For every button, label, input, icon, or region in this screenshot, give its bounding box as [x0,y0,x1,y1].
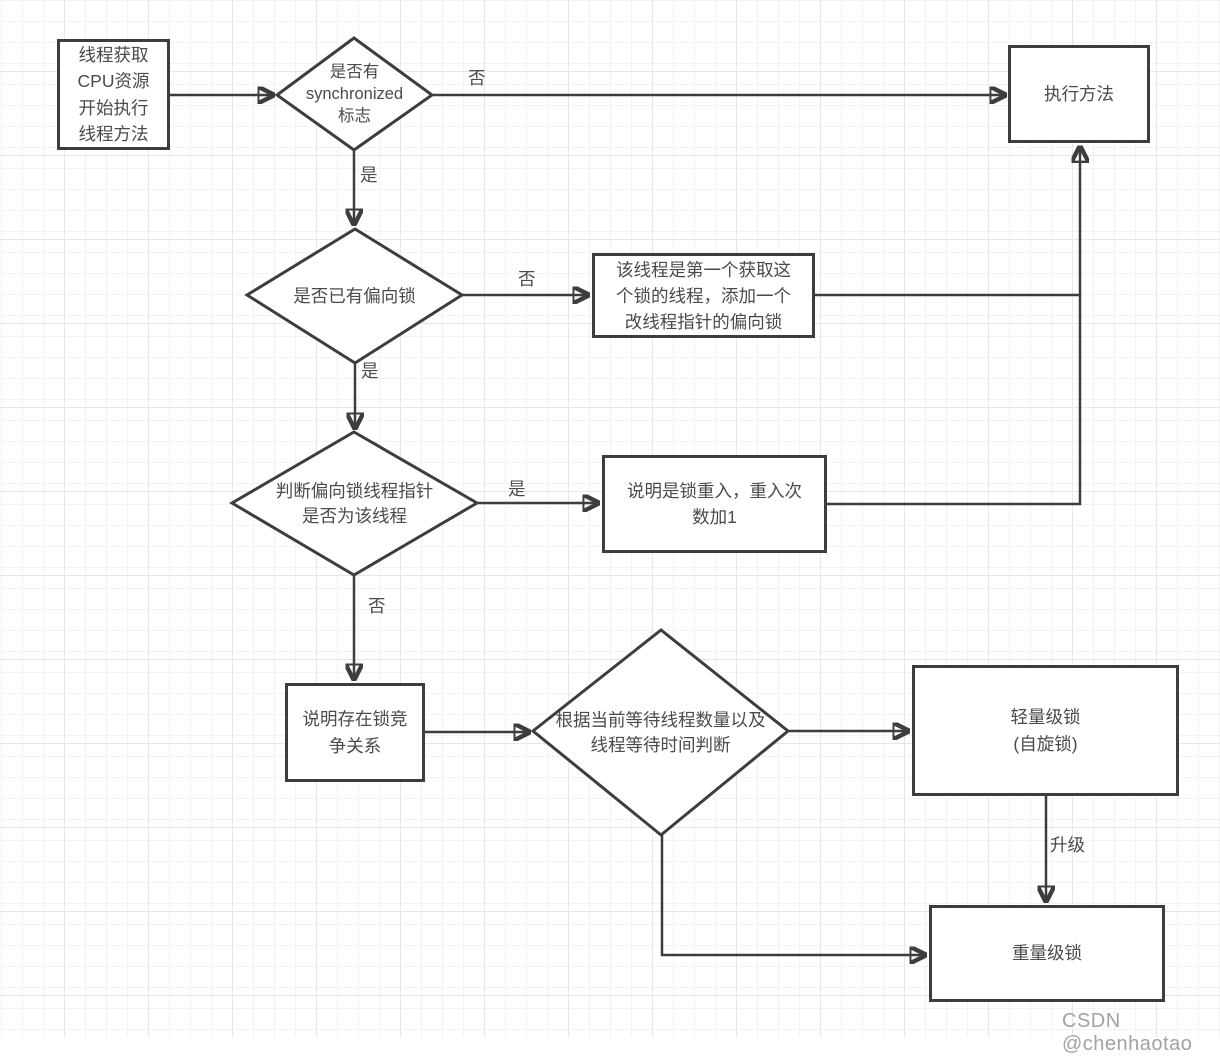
edge-label-pointer-yes: 是 [508,479,526,499]
node-start: 线程获取 CPU资源 开始执行 线程方法 [57,39,170,150]
diamond-has-biased [244,227,465,365]
edge-label-sync-no: 否 [468,68,486,88]
diamond-check-pointer [229,430,480,577]
edge-label-pointer-no: 否 [368,596,386,616]
node-execute-method: 执行方法 [1008,45,1150,143]
edge-label-biased-yes: 是 [361,361,379,381]
edge-judge-to-heavyweight [660,835,925,955]
node-first-acquire-biased-lock: 该线程是第一个获取这 个锁的线程，添加一个 改线程指针的偏向锁 [592,253,815,338]
edge-label-biased-no: 否 [518,269,536,289]
node-lightweight-lock: 轻量级锁 (自旋锁) [912,665,1179,796]
diamond-has-sync [274,36,435,152]
edge-label-sync-yes: 是 [360,165,378,185]
csdn-watermark: CSDN @chenhaotao [1062,1010,1193,1055]
node-lock-reentrant: 说明是锁重入，重入次 数加1 [602,455,827,553]
edge-reentrant-to-execute [827,147,1080,506]
node-heavyweight-lock: 重量级锁 [929,905,1165,1002]
node-lock-contention: 说明存在锁竞 争关系 [285,683,425,782]
edge-label-upgrade: 升级 [1050,835,1085,855]
diamond-judge-wait [530,628,791,837]
